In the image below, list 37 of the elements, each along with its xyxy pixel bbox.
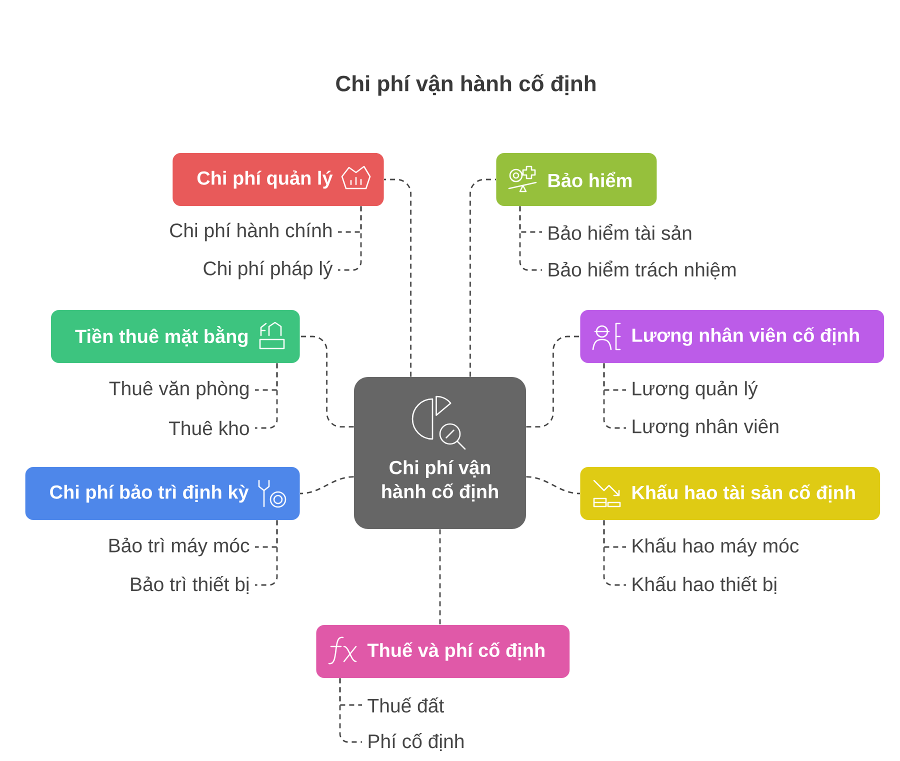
category-box: Bảo hiểm (496, 153, 657, 206)
connector (300, 336, 354, 428)
item-text: Bảo trì thiết bị (131, 576, 248, 594)
item-text: Bảo hiểm tài sản (548, 224, 692, 240)
item-text: Bảo hiểm trách nhiệm (548, 260, 736, 280)
item-text: Khấu hao máy móc (632, 538, 799, 557)
title: Chi phí vận hành cố định (336, 74, 596, 96)
connector (603, 363, 626, 429)
connector (470, 178, 496, 377)
item-text: Thuê văn phòng (109, 380, 248, 400)
item-text: Lương nhân viên (632, 418, 778, 438)
item-text: Chi phí pháp lý (204, 260, 333, 280)
item-text: Thuê kho (168, 420, 249, 436)
connector (519, 206, 542, 271)
connector (255, 363, 278, 429)
item-text: Phí cố định (368, 733, 464, 751)
item-text: Thuế đất (368, 697, 444, 713)
topic-box: Chi phí vận hành cố định (354, 377, 526, 529)
connector (338, 206, 362, 271)
category-box: Chi phí quản lý (172, 153, 384, 206)
connector (526, 336, 580, 428)
item-text: Khấu hao thiết bị (632, 576, 776, 594)
item-text: Lương quản lý (632, 380, 758, 400)
connector (384, 178, 412, 377)
category-box: Chi phí bảo trì định kỳ (25, 467, 300, 520)
category-box: Thuế và phí cố định (316, 625, 570, 678)
category-box: Lương nhân viên cố định (580, 310, 884, 363)
category-box: Khấu hao tài sản cố định (580, 467, 880, 520)
item-text: Bảo trì máy móc (109, 538, 250, 556)
connector (439, 529, 441, 625)
connector (300, 476, 354, 494)
connector (255, 520, 278, 586)
connector (526, 476, 580, 494)
item-text: Chi phí hành chính (170, 222, 332, 242)
category-box: Tiền thuê mặt bằng (50, 310, 300, 363)
connector (603, 520, 626, 586)
connector (339, 678, 362, 743)
